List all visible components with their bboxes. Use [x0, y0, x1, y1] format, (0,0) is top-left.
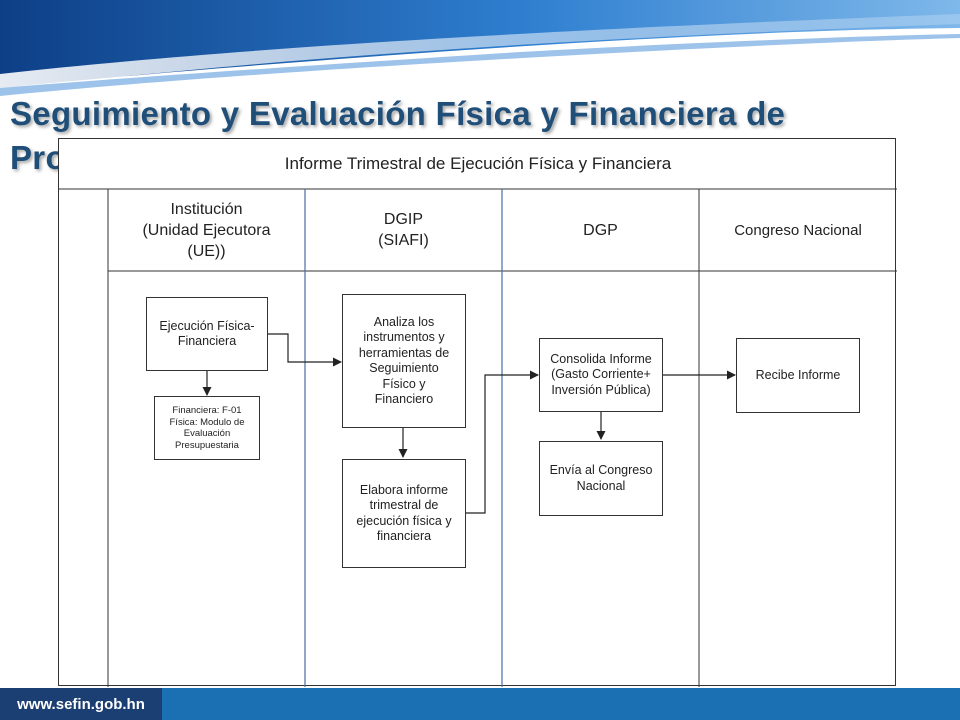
- header-banner: [0, 0, 960, 96]
- lane-header-dgp: DGP: [583, 221, 618, 239]
- slide-title-line1: Seguimiento y Evaluación Física y Financ…: [10, 95, 786, 132]
- diagram-title: Informe Trimestral de Ejecución Física y…: [284, 154, 672, 173]
- lane-header-dgip: DGIP (SIAFI): [378, 211, 429, 249]
- flowchart-diagram: Informe Trimestral de Ejecución Física y…: [58, 138, 897, 687]
- arrow-ejecucion-analiza: [268, 333, 342, 367]
- node-recibe-informe: Recibe Informe: [736, 338, 860, 413]
- node-elabora-informe: Elabora informe trimestral de ejecución …: [342, 459, 466, 568]
- node-analiza-instrumentos: Analiza los instrumentos y herramientas …: [342, 294, 466, 428]
- slide-title-line2: Pro: [10, 139, 66, 176]
- node-consolida-informe: Consolida Informe (Gasto Corriente+ Inve…: [539, 338, 663, 412]
- flowchart-lines: [59, 188, 897, 687]
- lane-header-institucion: Institución (Unidad Ejecutora (UE)): [142, 200, 271, 260]
- node-ejecucion-fisica-financiera: Ejecución Física- Financiera: [146, 297, 268, 371]
- lane-header-congreso: Congreso Nacional: [734, 221, 862, 239]
- footer-url-link[interactable]: www.sefin.gob.hn: [0, 688, 162, 720]
- slide-title: Seguimiento y Evaluación Física y Financ…: [10, 92, 950, 180]
- arrow-elabora-consolida: [465, 370, 539, 514]
- node-modulo-evaluacion: Financiera: F-01 Física: Modulo de Evalu…: [154, 396, 260, 460]
- node-envia-congreso: Envía al Congreso Nacional: [539, 441, 663, 516]
